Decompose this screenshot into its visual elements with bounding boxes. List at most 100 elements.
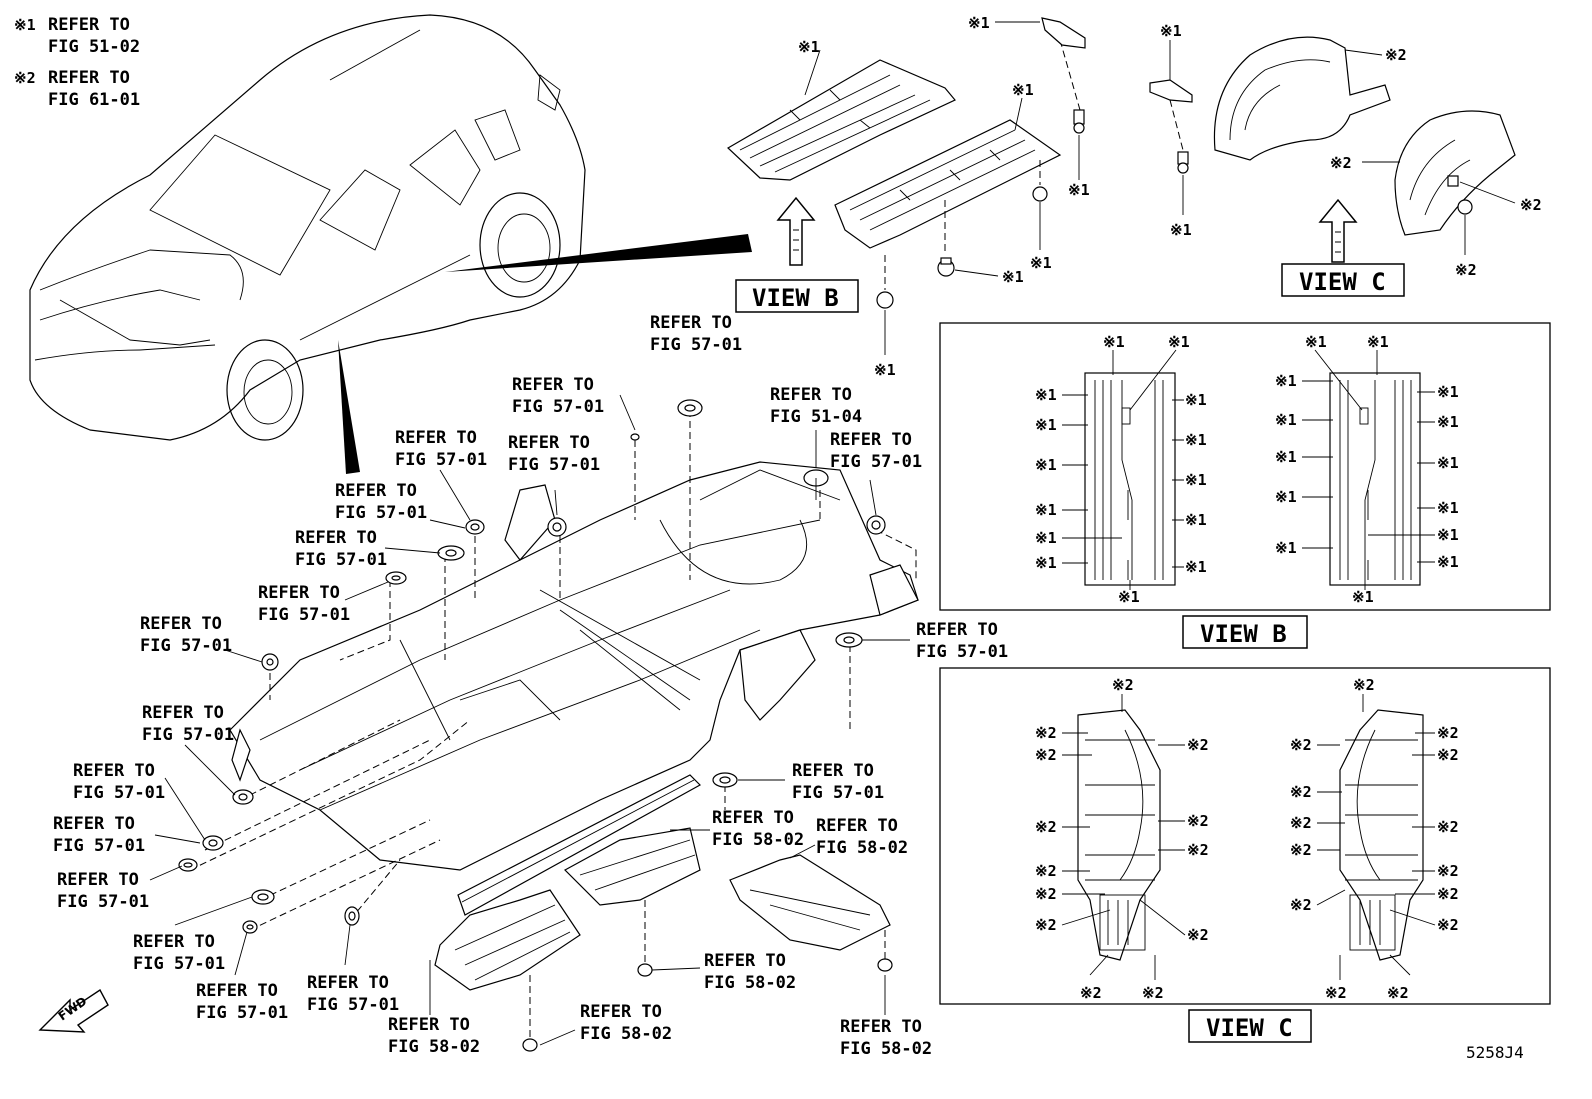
vc-r-l5: ※2: [1290, 896, 1312, 914]
ref18-a: REFER TO: [57, 870, 139, 890]
vc-l-top: ※2: [1112, 676, 1134, 694]
vb-l-l4: ※1: [1035, 501, 1057, 519]
ref8-b: FIG 57-01: [295, 550, 387, 570]
ref24-a: REFER TO: [388, 1015, 470, 1035]
diagram-code: 5258J4: [1466, 1043, 1524, 1062]
vb-l-r1: ※1: [1185, 391, 1207, 409]
vb-r-l4: ※1: [1275, 488, 1297, 506]
ref15-a: REFER TO: [712, 808, 794, 828]
vc-l-l5: ※2: [1035, 885, 1057, 903]
vb-l-l1: ※1: [1035, 386, 1057, 404]
vb-r-r2: ※1: [1437, 413, 1459, 431]
vb-l-bot: ※1: [1118, 588, 1140, 606]
ref6-a: REFER TO: [830, 430, 912, 450]
vc-r-l1: ※2: [1290, 736, 1312, 754]
ref24-b: FIG 58-02: [388, 1037, 480, 1057]
ref25-b: FIG 58-02: [840, 1039, 932, 1059]
vc-r-r2: ※2: [1437, 746, 1459, 764]
vc-l-l3: ※2: [1035, 818, 1057, 836]
vc-r-b2: ※2: [1387, 984, 1409, 1002]
ref14-a: REFER TO: [792, 761, 874, 781]
view-c-label-top: VIEW C: [1299, 268, 1386, 296]
vc-r-r5: ※2: [1437, 885, 1459, 903]
vc-l-r4: ※2: [1187, 926, 1209, 944]
ref7-b: FIG 57-01: [335, 503, 427, 523]
mk-b-7: ※1: [874, 361, 896, 379]
ref8-a: REFER TO: [295, 528, 377, 548]
fwd-indicator: FWD: [38, 988, 109, 1033]
ref6-b: FIG 57-01: [830, 452, 922, 472]
mk-c-6: ※2: [1455, 261, 1477, 279]
vb-r-r5: ※1: [1437, 526, 1459, 544]
ref2-b: FIG 57-01: [512, 397, 604, 417]
vc-r-l2: ※2: [1290, 783, 1312, 801]
ref16-a: REFER TO: [816, 816, 898, 836]
ref4-a: REFER TO: [395, 428, 477, 448]
vc-l-b1: ※2: [1080, 984, 1102, 1002]
mk-c-1: ※1: [1160, 22, 1182, 40]
vb-r-l5: ※1: [1275, 539, 1297, 557]
legend-line-1a: REFER TO: [48, 15, 130, 35]
ref5-a: REFER TO: [508, 433, 590, 453]
vc-l-r2: ※2: [1187, 812, 1209, 830]
vb-r-l1: ※1: [1275, 372, 1297, 390]
ref14-b: FIG 57-01: [792, 783, 884, 803]
legend-line-2b: FIG 61-01: [48, 90, 140, 110]
view-b-detail: ※1 ※1 ※1 ※1 ※1 ※1 ※1 ※1 ※1 ※1 ※1 ※1 ※1 ※…: [939, 322, 1551, 649]
vc-r-top: ※2: [1353, 676, 1375, 694]
ref17-b: FIG 57-01: [53, 836, 145, 856]
ref4-b: FIG 57-01: [395, 450, 487, 470]
legend: ※1 REFER TO FIG 51-02 ※2 REFER TO FIG 61…: [14, 15, 140, 110]
vb-r-r3: ※1: [1437, 454, 1459, 472]
ref15-b: FIG 58-02: [712, 830, 804, 850]
ref10-b: FIG 57-01: [140, 636, 232, 656]
ref3-a: REFER TO: [770, 385, 852, 405]
vb-l-top1: ※1: [1103, 333, 1125, 351]
ref1-b: FIG 57-01: [650, 335, 742, 355]
ref16-b: FIG 58-02: [816, 838, 908, 858]
mk-c-4: ※2: [1330, 154, 1352, 172]
vb-r-r6: ※1: [1437, 553, 1459, 571]
vb-l-l5: ※1: [1035, 529, 1057, 547]
vb-l-r4: ※1: [1185, 511, 1207, 529]
mk-c-2: ※1: [1170, 221, 1192, 239]
vb-l-l6: ※1: [1035, 554, 1057, 572]
ref21-a: REFER TO: [196, 981, 278, 1001]
grommets: [178, 399, 893, 1052]
ref5-b: FIG 57-01: [508, 455, 600, 475]
vc-r-l3: ※2: [1290, 814, 1312, 832]
vb-r-top2: ※1: [1367, 333, 1389, 351]
vb-l-top2: ※1: [1168, 333, 1190, 351]
ref19-b: FIG 57-01: [133, 954, 225, 974]
ref20-a: REFER TO: [704, 951, 786, 971]
ref7-a: REFER TO: [335, 481, 417, 501]
ref21-b: FIG 57-01: [196, 1003, 288, 1023]
vb-l-l2: ※1: [1035, 416, 1057, 434]
vc-r-l4: ※2: [1290, 841, 1312, 859]
view-c-label-box: VIEW C: [1206, 1014, 1293, 1042]
mk-b-5: ※1: [1030, 254, 1052, 272]
mk-b-1: ※1: [798, 38, 820, 56]
view-b-label-top: VIEW B: [752, 284, 839, 312]
ref11-b: FIG 57-01: [916, 642, 1008, 662]
vc-l-l1: ※2: [1035, 724, 1057, 742]
vc-r-b1: ※2: [1325, 984, 1347, 1002]
ref23-b: FIG 58-02: [580, 1024, 672, 1044]
view-c-detail: ※2 ※2 ※2 ※2 ※2 ※2 ※2 ※2 ※2 ※2 ※2 ※2 ※2 ※…: [939, 667, 1551, 1043]
legend-line-1b: FIG 51-02: [48, 37, 140, 57]
vc-r-r1: ※2: [1437, 724, 1459, 742]
vb-l-r3: ※1: [1185, 471, 1207, 489]
vc-r-r4: ※2: [1437, 862, 1459, 880]
vb-r-r1: ※1: [1437, 383, 1459, 401]
floor-assembly: [149, 394, 919, 1052]
vb-r-top1: ※1: [1305, 333, 1327, 351]
ref1-a: REFER TO: [650, 313, 732, 333]
ref23-a: REFER TO: [580, 1002, 662, 1022]
ref25-a: REFER TO: [840, 1017, 922, 1037]
mk-b-2: ※1: [968, 14, 990, 32]
vc-l-l6: ※2: [1035, 916, 1057, 934]
mk-b-4: ※1: [1068, 181, 1090, 199]
ref9-a: REFER TO: [258, 583, 340, 603]
vc-l-l4: ※2: [1035, 862, 1057, 880]
